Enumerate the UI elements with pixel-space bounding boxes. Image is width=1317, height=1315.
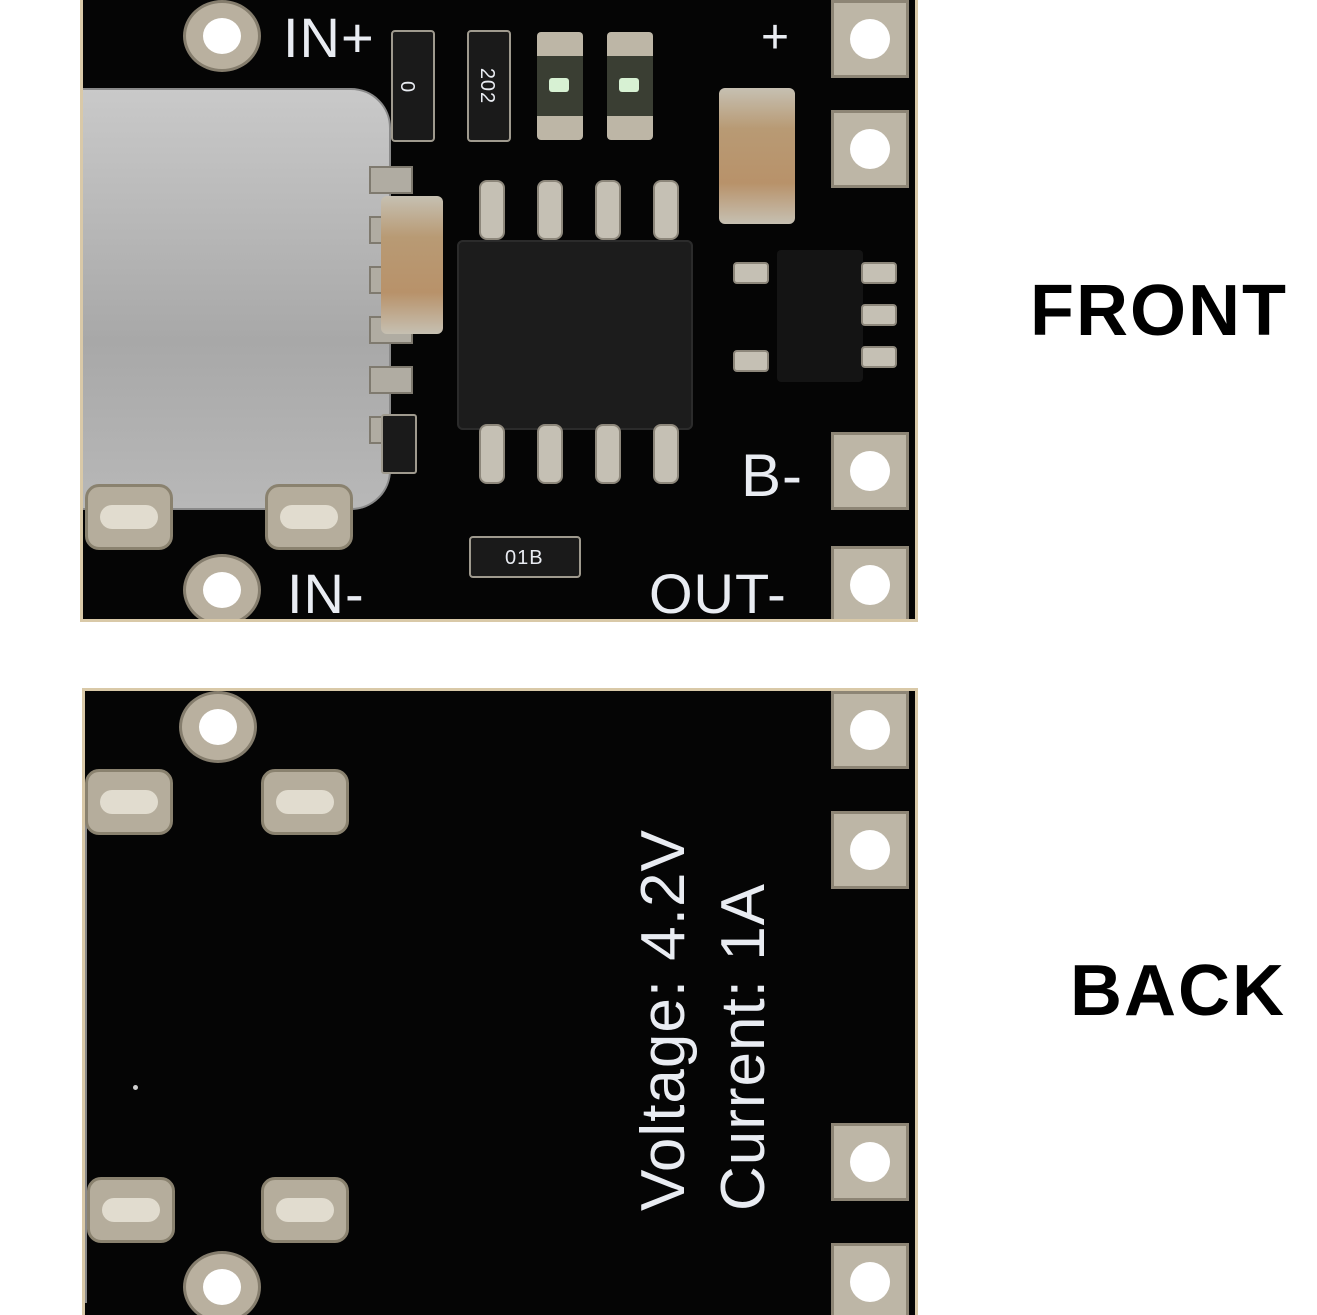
label-plus: + — [761, 11, 791, 64]
pad-out-minus — [831, 546, 909, 619]
label-out-minus: OUT- — [649, 562, 787, 622]
mounting-hole-top — [179, 691, 257, 763]
usb-shield-pad — [85, 769, 173, 835]
ic-pin — [595, 424, 621, 484]
mounting-hole-in-minus — [183, 554, 261, 619]
label-in-plus: IN+ — [283, 6, 375, 69]
label-in-minus: IN- — [287, 562, 365, 622]
usb-pin — [369, 166, 413, 194]
transistor-pin — [733, 262, 769, 284]
led-charging — [537, 32, 583, 140]
mounting-hole-bottom — [183, 1251, 261, 1315]
transistor-pin — [861, 346, 897, 368]
small-component — [381, 414, 417, 474]
capacitor-c2 — [719, 88, 795, 224]
ic-pin — [653, 424, 679, 484]
pad-back-3 — [831, 1123, 909, 1201]
ic-pin — [537, 180, 563, 240]
spec-current: Current: 1A — [709, 882, 778, 1211]
transistor-pin — [733, 350, 769, 372]
transistor-pin — [861, 304, 897, 326]
usb-shield-pad — [261, 769, 349, 835]
usb-shield-pad — [87, 1177, 175, 1243]
usb-c-connector — [83, 88, 391, 510]
pad-plus — [831, 0, 909, 78]
pad-back-1 — [831, 691, 909, 769]
pad-back-2 — [831, 811, 909, 889]
usb-shield-pad — [265, 484, 353, 550]
via — [133, 1085, 138, 1090]
led-full — [607, 32, 653, 140]
ic-pin — [479, 180, 505, 240]
usb-shield-pad — [261, 1177, 349, 1243]
pad-back-4 — [831, 1243, 909, 1315]
protection-transistor — [777, 250, 863, 382]
transistor-pin — [861, 262, 897, 284]
label-b-minus: B- — [741, 442, 803, 509]
resistor-r1: 0 — [391, 30, 435, 142]
ic-pin — [479, 424, 505, 484]
ic-pin — [537, 424, 563, 484]
pad-b-minus — [831, 432, 909, 510]
usb-pin — [369, 366, 413, 394]
front-label: FRONT — [1030, 271, 1288, 351]
resistor-r2: 202 — [467, 30, 511, 142]
charger-ic — [457, 240, 693, 430]
back-board: Voltage: 4.2V Current: 1A — [82, 688, 918, 1315]
capacitor-c1 — [381, 196, 443, 334]
pad-b-plus — [831, 110, 909, 188]
ic-pin — [653, 180, 679, 240]
resistor-r3: 01B — [469, 536, 581, 578]
usb-shield-pad — [85, 484, 173, 550]
ic-pin — [595, 180, 621, 240]
front-board: IN+ IN- + B- OUT- 0 202 01B — [80, 0, 918, 622]
back-label: BACK — [1070, 951, 1286, 1031]
spec-voltage: Voltage: 4.2V — [629, 829, 698, 1211]
mounting-hole-in-plus — [183, 0, 261, 72]
